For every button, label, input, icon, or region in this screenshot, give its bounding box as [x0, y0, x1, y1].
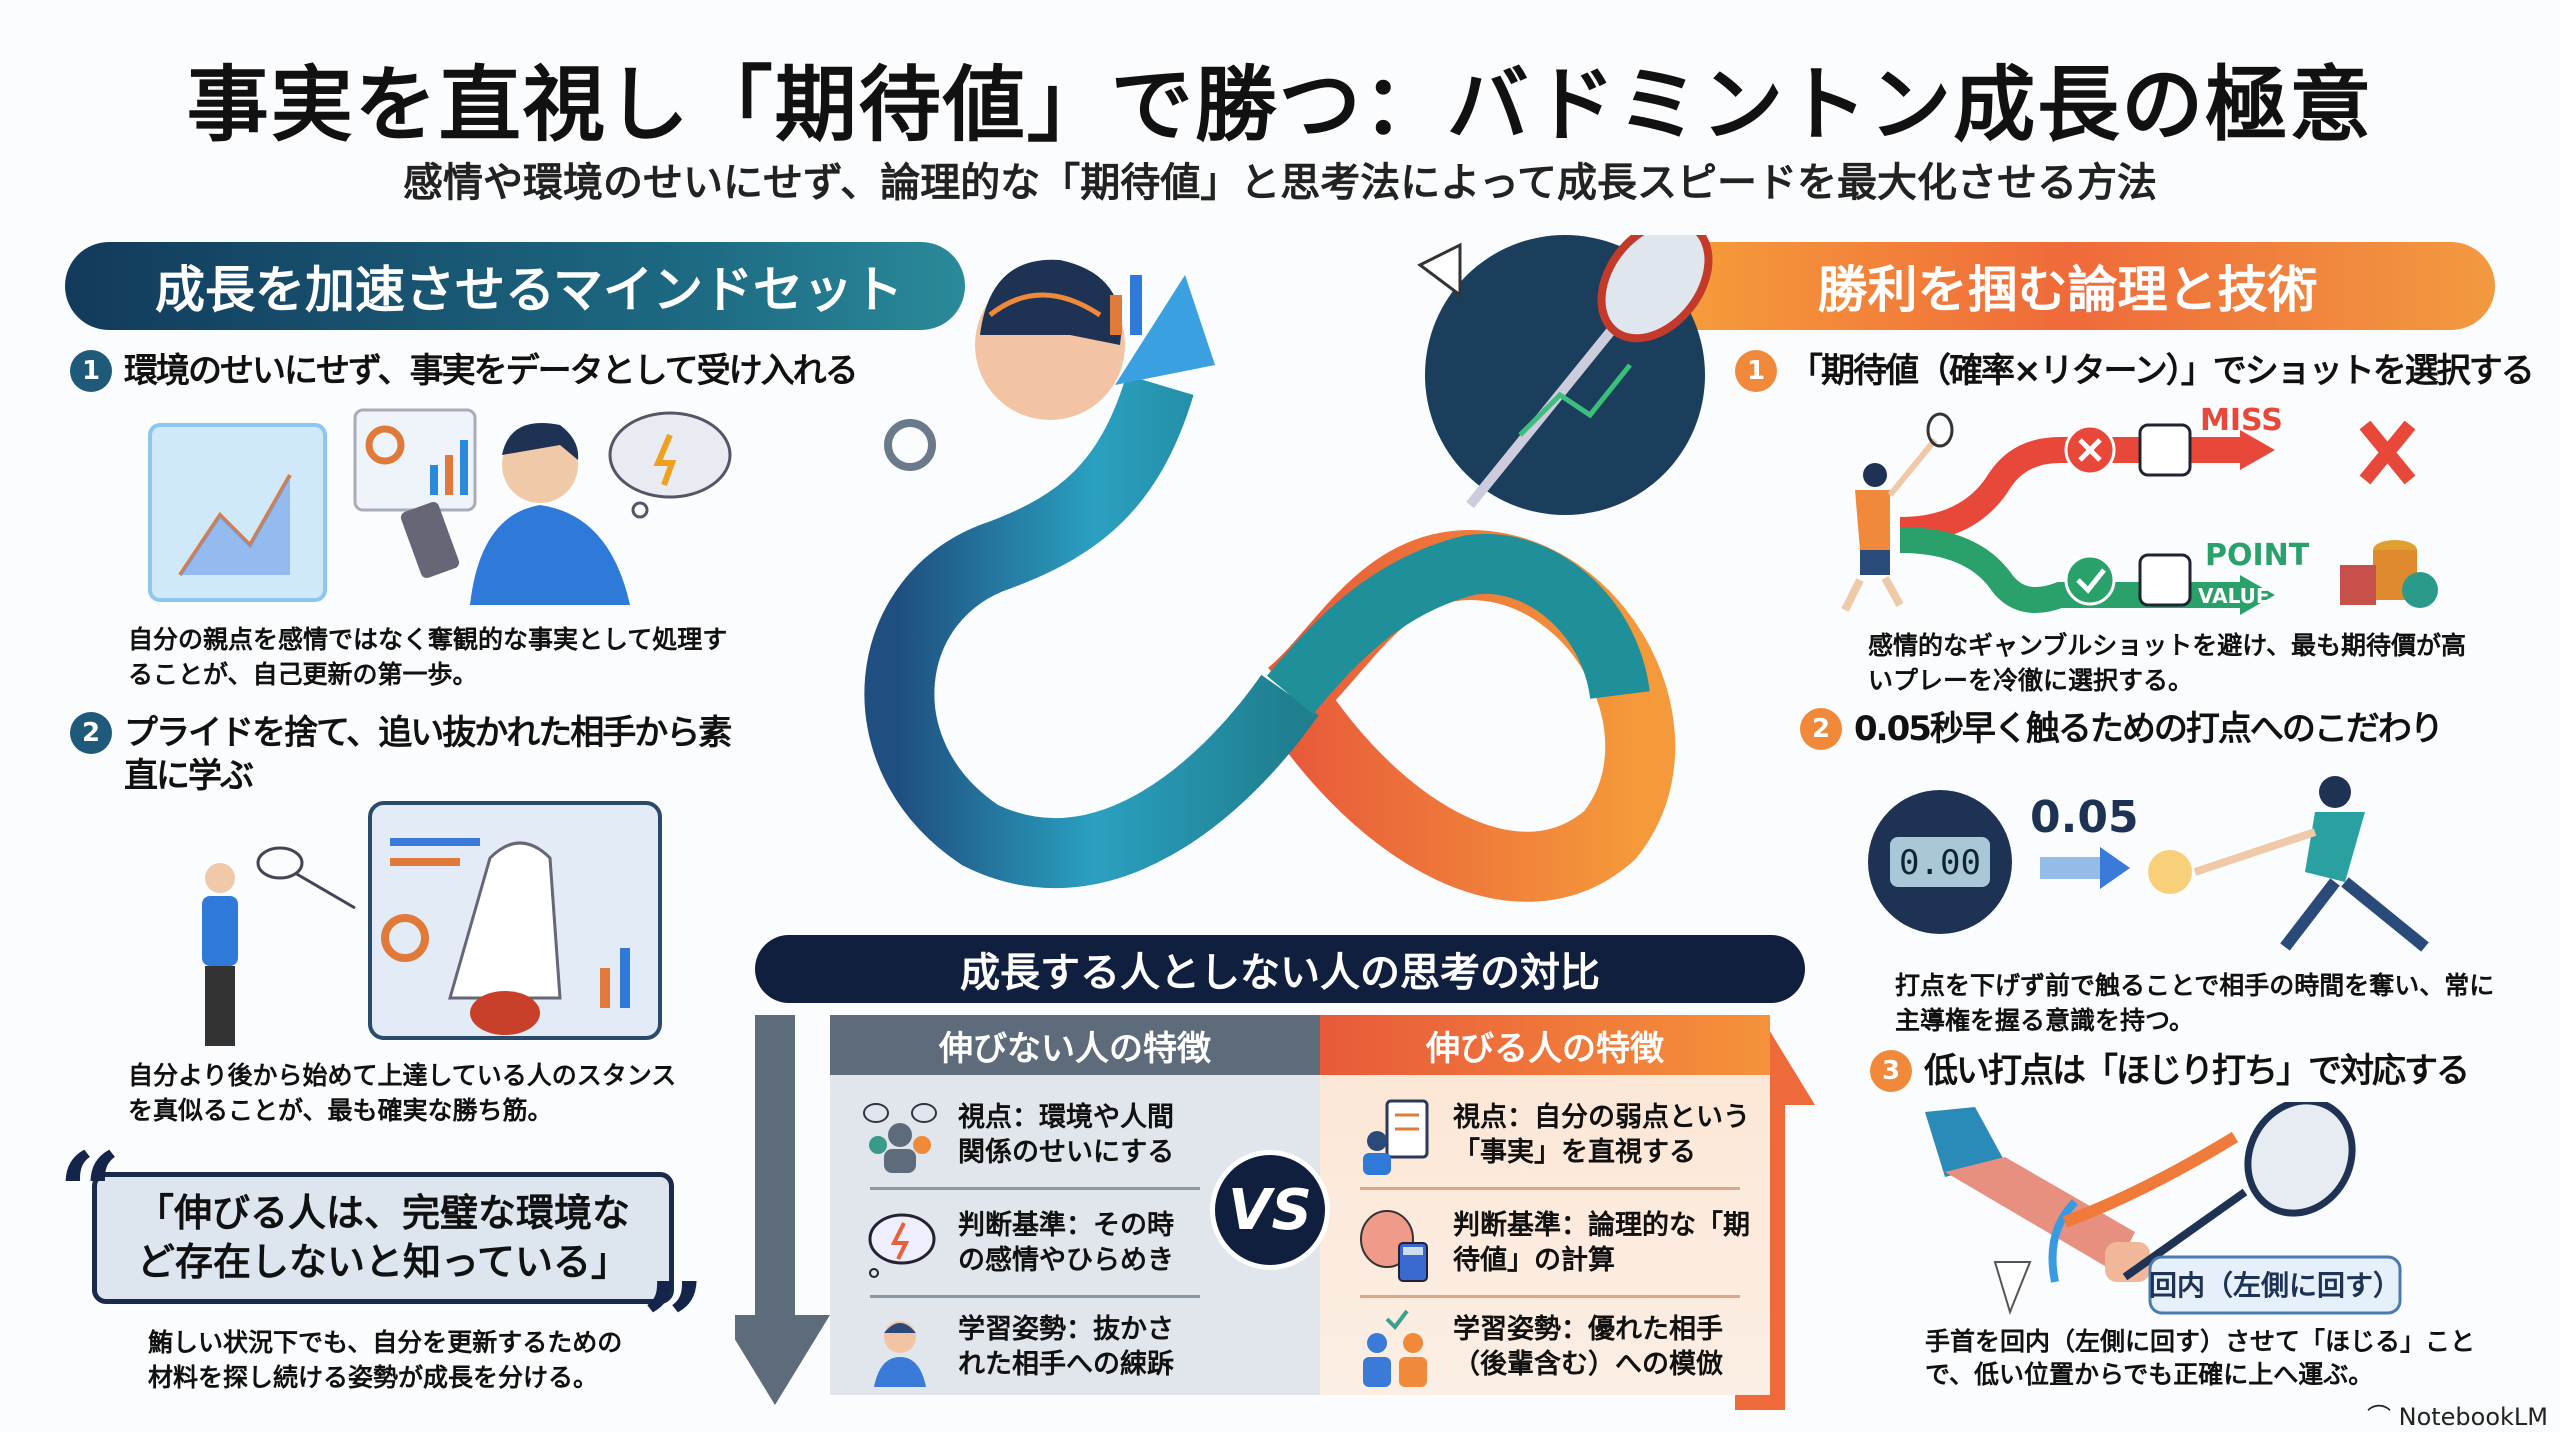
comparison-title: 成長する人としない人の思考の対比 [755, 935, 1805, 1003]
comparison-row: 判断基準：その時の感情やひらめき [860, 1193, 1190, 1293]
number-badge: 1 [70, 350, 112, 392]
row-text: 学習姿勢：抜かされた相手への綀跅 [958, 1313, 1174, 1380]
pronation-callout: 回内（左側に回す） [2149, 1269, 2401, 1302]
left-item-1-desc: 自分の親点を感情ではなく奪観的な事実として処理することが、自己更新の第一歩。 [128, 625, 728, 689]
comparison-row: 学習姿勢：優れた相手（後輩含む）への模倣 [1355, 1297, 1750, 1397]
heading-text: 「期待値（確率×リターン）」でショットを選択する [1789, 351, 2535, 391]
row-text: 判断基準：その時の感情やひらめき [958, 1209, 1174, 1276]
blaming-people-icon [863, 1103, 937, 1173]
page-title: 事実を直視し「期待値」で勝つ：バドミントン成長の極意 [186, 58, 2374, 153]
close-quote-icon: ” [642, 1258, 706, 1387]
frustrated-person-icon [874, 1321, 926, 1387]
number-badge: 2 [1800, 708, 1842, 750]
mindset-banner: 成長を加速させるマインドセット [65, 242, 965, 330]
right-item-2-desc: 打点を下げず前で触ることで相手の時間を奪い、常に主導権を握る意識を持つ。 [1895, 971, 2495, 1035]
heading-text: プライドを捨て、追い抜かれた相手から素直に学ぶ [124, 713, 732, 796]
right-item-2-heading: 2 0.05秒早く触るための打点へのこだわり [1800, 708, 2550, 751]
left-item-2-heading: 2 プライドを捨て、追い抜かれた相手から素直に学ぶ [70, 712, 750, 797]
wrist-pronation-illustration: 回内（左側に回す） [1925, 1102, 2402, 1316]
comparison-row: 学習姿勢：抜かされた相手への綀跅 [860, 1297, 1190, 1397]
number-badge: 2 [70, 712, 112, 754]
right-item-1-desc: 感情的なギャンブルショットを避け、最も期待價が高いプレーを冷徹に選択する。 [1868, 631, 2467, 695]
time-gain-label: 0.05 [2030, 792, 2139, 843]
vs-badge: VS [1210, 1150, 1330, 1270]
growing-panel: 伸びる人の特徴 視点：自分の弱点という「事実」を直視する 判断基準：論理的な「期… [1320, 1015, 1770, 1395]
point-label: POINT [2205, 538, 2310, 573]
emotion-cloud-icon [868, 1213, 936, 1278]
number-badge: 3 [1870, 1050, 1912, 1092]
comparison-row: 視点：自分の弱点という「事実」を直視する [1355, 1085, 1750, 1185]
checklist-person-icon [1363, 1099, 1429, 1175]
early-contact-illustration: 0.00 0.05 [1868, 776, 2429, 952]
learning-from-others-illustration [202, 801, 662, 1046]
comparison-row: 視点：環境や人間関係のせいにする [860, 1085, 1190, 1185]
page-subtitle: 感情や環境のせいにせず、論理的な「期待値」と思考法によって成長スピードを最大化さ… [403, 160, 2157, 206]
right-item-1-heading: 1 「期待値（確率×リターン）」でショットを選択する [1735, 350, 2557, 393]
number-badge: 1 [1735, 350, 1777, 392]
left-item-2-desc: 自分より後から始めて上達している人のスタンスを真似ることが、最も確実な勝ち筋。 [128, 1061, 677, 1125]
growing-header: 伸びる人の特徴 [1320, 1015, 1770, 1075]
quote-desc: 鮪しい状況下でも、自分を更新するための材料を探し続ける姿勢が成長を分ける。 [148, 1328, 623, 1392]
row-text: 学習姿勢：優れた相手（後輩含む）への模倣 [1453, 1313, 1723, 1380]
heading-text: 環境のせいにせず、事実をデータとして受け入れる [124, 351, 859, 391]
data-analysis-illustration [148, 408, 732, 605]
heading-text: 低い打点は「ほじり打ち」で対応する [1924, 1051, 2470, 1091]
miss-label: MISS [2200, 403, 2283, 438]
brand-text: NotebookLM [2398, 1403, 2548, 1431]
brain-calculator-icon [1360, 1210, 1428, 1282]
quote-box: 「伸びる人は、完璧な環境など存在しないと知っている」 [92, 1172, 674, 1304]
logic-banner: 勝利を掴む論理と技術 [1640, 242, 2495, 330]
right-item-3-heading: 3 低い打点は「ほじり打ち」で対応する [1870, 1050, 2555, 1093]
quote-text: 「伸びる人は、完璧な環境など存在しないと知っている」 [135, 1190, 630, 1284]
mentoring-icon [1363, 1309, 1427, 1387]
right-item-3-desc: 手首を回内（左側に回す）させて「ほじる」ことで、低い位置からでも正確に上へ運ぶ。 [1925, 1327, 2476, 1389]
heading-text: 0.05秒早く触るための打点へのこだわり [1854, 709, 2444, 749]
non-growing-header: 伸びない人の特徴 [830, 1015, 1320, 1075]
growth-infinity-illustration [864, 235, 1713, 902]
expected-value-illustration: MISS POINT VALUE [1841, 403, 2438, 615]
row-text: 判断基準：論理的な「期待値」の計算 [1453, 1209, 1750, 1276]
left-item-1-heading: 1 環境のせいにせず、事実をデータとして受け入れる [70, 350, 910, 393]
stopwatch-readout: 0.00 [1899, 843, 1981, 883]
value-label: VALUE [2198, 584, 2270, 608]
row-text: 視点：自分の弱点という「事実」を直視する [1453, 1101, 1750, 1168]
decline-arrow [735, 1015, 830, 1405]
notebooklm-logo-icon: ⌒ [2366, 1403, 2399, 1431]
comparison-row: 判断基準：論理的な「期待値」の計算 [1355, 1193, 1750, 1293]
row-text: 視点：環境や人間関係のせいにする [958, 1101, 1175, 1168]
notebooklm-brand: ⌒ NotebookLM [2367, 1397, 2548, 1432]
open-quote-icon: “ [58, 1128, 122, 1257]
